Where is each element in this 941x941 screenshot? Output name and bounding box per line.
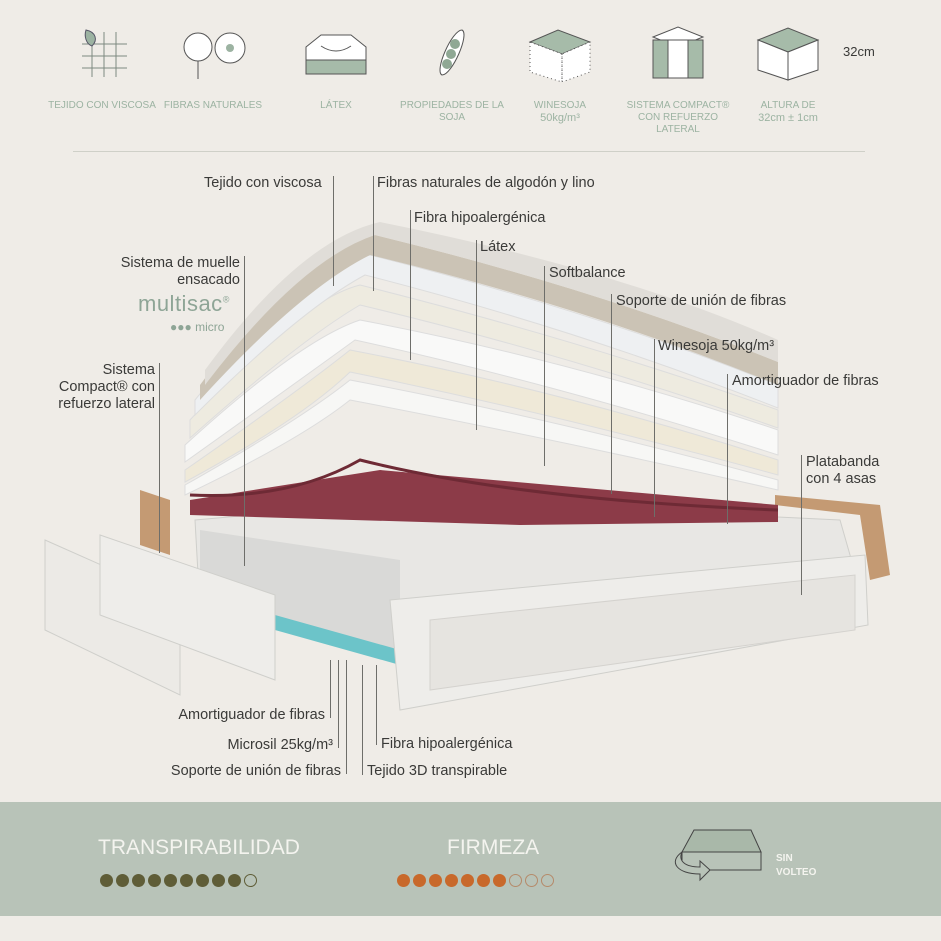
feature-label: PROPIEDADES DE LA SOJA [400, 100, 504, 123]
label-soporte-bottom: Soporte de unión de fibras [170, 763, 341, 779]
feature-compact: SISTEMA COMPACT® CON REFUERZO LATERAL [623, 22, 733, 136]
label-muelle-ensacado: Sistema de muelle ensacado [120, 255, 240, 288]
rating-dot-filled [445, 874, 458, 887]
feature-label: ALTURA DE [760, 100, 816, 111]
label-soporte-union: Soporte de unión de fibras [616, 293, 787, 309]
rating-dot-empty [244, 874, 257, 887]
no-flip-icon [674, 829, 762, 882]
feature-altura: ALTURA DE 32cm ± 1cm [733, 22, 843, 124]
rating-dot-empty [541, 874, 554, 887]
firmeza-rating [397, 874, 554, 887]
rating-dot-filled [148, 874, 161, 887]
rating-dot-filled [429, 874, 442, 887]
label-microsil: Microsil 25kg/m³ [227, 737, 333, 753]
rating-dot-empty [525, 874, 538, 887]
label-fibras-naturales: Fibras naturales de algodón y lino [377, 175, 595, 191]
multisac-logo: multisac® [138, 291, 230, 317]
feature-winesoja: WINESOJA 50kg/m³ [505, 22, 615, 124]
label-winesoja: Winesoja 50kg/m³ [658, 338, 775, 354]
rating-dot-filled [100, 874, 113, 887]
label-platabanda: Platabanda con 4 asas [806, 454, 880, 487]
rating-dot-filled [164, 874, 177, 887]
rating-dot-filled [132, 874, 145, 887]
label-softbalance: Softbalance [549, 265, 626, 281]
fabric-leaf-icon [82, 29, 127, 77]
soy-pod-icon [439, 29, 465, 76]
rating-dot-filled [413, 874, 426, 887]
label-amortiguador: Amortiguador de fibras [732, 373, 879, 389]
feature-label: TEJIDO CON VISCOSA [48, 100, 156, 111]
brand-mark: ® [222, 294, 230, 305]
rating-dot-filled [212, 874, 225, 887]
brand-sub: micro [195, 320, 225, 334]
label-tejido-3d: Tejido 3D transpirable [367, 763, 508, 779]
height-dimension: 32cm [843, 44, 875, 59]
rating-dot-filled [180, 874, 193, 887]
label-fibra-hipoalergenica: Fibra hipoalergénica [414, 210, 546, 226]
feature-sublabel: 32cm ± 1cm [758, 112, 818, 124]
rating-dot-filled [228, 874, 241, 887]
label-latex: Látex [480, 239, 516, 255]
foam-block-icon [528, 29, 592, 82]
brand-name: multisac [138, 291, 223, 316]
ratings-band: TRANSPIRABILIDAD FIRMEZA SIN VOLTEO [0, 802, 941, 916]
feature-soja: PROPIEDADES DE LA SOJA [397, 22, 507, 124]
feature-viscosa: TEJIDO CON VISCOSA [47, 22, 157, 112]
feature-sublabel: 50kg/m³ [540, 112, 580, 124]
label-tejido-viscosa: Tejido con viscosa [204, 175, 322, 191]
rating-dot-filled [493, 874, 506, 887]
cotton-flower-icon [183, 32, 246, 79]
spring-block-icon [651, 26, 705, 79]
feature-fibras: FIBRAS NATURALES [158, 22, 268, 112]
rating-dot-filled [461, 874, 474, 887]
feature-latex: LÁTEX [281, 22, 391, 112]
feature-label: WINESOJA [533, 100, 587, 111]
volteo-label: VOLTEO [776, 867, 817, 878]
label-amortiguador-bottom: Amortiguador de fibras [178, 707, 325, 723]
feature-label: LÁTEX [320, 100, 352, 111]
rating-dot-filled [397, 874, 410, 887]
mattress-exploded-illustration [44, 222, 890, 711]
label-hipo-bottom: Fibra hipoalergénica [381, 736, 513, 752]
feature-label: FIBRAS NATURALES [163, 100, 263, 111]
rating-dot-filled [116, 874, 129, 887]
firmeza-title: FIRMEZA [447, 836, 540, 859]
latex-block-icon [305, 34, 367, 75]
divider [73, 151, 865, 152]
rating-dot-empty [509, 874, 522, 887]
label-sistema-compact: Sistema Compact® con refuerzo lateral [58, 362, 155, 412]
sin-volteo-label: SIN VOLTEO [776, 852, 816, 880]
feature-label: SISTEMA COMPACT® CON REFUERZO LATERAL [626, 100, 730, 135]
transpirabilidad-rating [100, 874, 257, 887]
height-block-icon [756, 27, 820, 81]
sin-label: SIN [776, 853, 793, 864]
rating-dot-filled [196, 874, 209, 887]
multisac-micro: ●●● micro [170, 320, 225, 334]
transpirabilidad-title: TRANSPIRABILIDAD [98, 836, 300, 859]
rating-dot-filled [477, 874, 490, 887]
